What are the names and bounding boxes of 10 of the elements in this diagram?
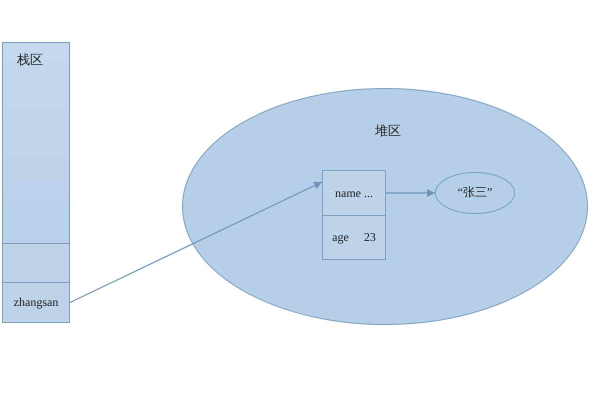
- region-label: 栈区: [17, 51, 43, 69]
- stack-column: [2, 42, 70, 323]
- variable-cell: zhangsan: [2, 282, 70, 323]
- arrow: [386, 189, 435, 197]
- region-label: 堆区: [375, 122, 401, 140]
- value-label: “张三”: [456, 184, 494, 201]
- field-cell: age 23: [322, 215, 386, 260]
- arrow: [70, 181, 322, 304]
- field-cell: name ...: [322, 170, 386, 216]
- stack-cell: [2, 243, 70, 283]
